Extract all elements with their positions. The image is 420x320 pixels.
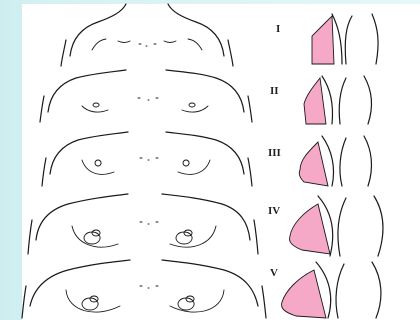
torso-front-3 [42,132,252,186]
torso-front-2 [40,70,252,122]
torso-front-1 [61,4,233,66]
profile-1 [312,14,378,64]
stage-row-3: III [42,132,371,186]
profile-3 [299,136,371,186]
stage-label-2: II [270,85,279,97]
stage-row-4: IV [28,194,383,256]
stage-label-4: IV [268,205,280,217]
stage-row-2: II [40,70,371,124]
profile-4 [290,196,383,256]
stage-label-3: III [268,147,281,159]
profile-2 [304,76,371,124]
stage-label-5: V [270,267,278,279]
stage-label-1: I [276,23,280,35]
stage-row-1: I [61,4,378,66]
stage-row-5: V [22,260,381,318]
torso-front-4 [28,194,258,254]
profile-5 [282,262,381,318]
torso-front-5 [22,260,266,318]
